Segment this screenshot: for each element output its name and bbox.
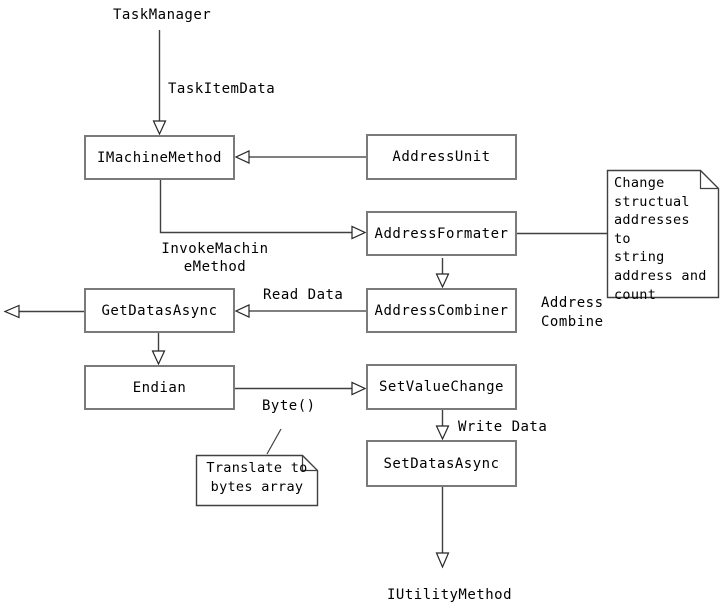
arrowhead-down-icon xyxy=(435,425,450,441)
node-address-combiner: AddressCombiner xyxy=(366,288,517,333)
label-byte: Byte() xyxy=(262,398,316,414)
arrowhead-right-icon xyxy=(351,225,367,240)
label-address-combine: Address Combine xyxy=(541,295,604,330)
arrowhead-down-icon xyxy=(435,273,450,289)
arrowhead-down-icon xyxy=(152,120,167,136)
arrowhead-left-icon xyxy=(3,304,20,319)
node-set-value-change: SetValueChange xyxy=(366,364,517,410)
note-pointer-line xyxy=(266,428,282,455)
label-task-manager: TaskManager xyxy=(113,7,212,23)
node-get-datas-async: GetDatasAsync xyxy=(84,288,235,333)
note-fold-corner xyxy=(301,455,318,472)
label-task-item-data: TaskItemData xyxy=(168,81,276,97)
label-invoke-machine-method: InvokeMachin eMethod xyxy=(161,241,269,275)
node-address-unit: AddressUnit xyxy=(366,134,517,180)
arrowhead-down-icon xyxy=(151,350,166,366)
note-translate-bytes-shape xyxy=(195,454,319,507)
note-change-structural-text: Change structual addresses to string add… xyxy=(614,175,707,303)
arrowhead-right-icon xyxy=(351,381,367,396)
arrowhead-left-icon xyxy=(234,304,250,318)
label-iutility-method: IUtilityMethod xyxy=(387,587,513,603)
node-endian: Endian xyxy=(84,365,235,410)
label-write-data: Write Data xyxy=(458,419,548,435)
arrowhead-left-icon xyxy=(234,150,250,164)
edge-imachinemethod-addressformater xyxy=(159,180,352,234)
node-imachine-method: IMachineMethod xyxy=(84,135,235,180)
note-translate-bytes-text: Translate to bytes array xyxy=(206,460,308,495)
node-set-datas-async: SetDatasAsync xyxy=(366,440,517,487)
label-read-data: Read Data xyxy=(263,287,344,303)
note-change-structural-shape xyxy=(606,169,720,299)
node-address-formater: AddressFormater xyxy=(366,211,517,256)
note-fold-corner xyxy=(699,170,719,190)
arrowhead-down-icon xyxy=(435,552,450,569)
